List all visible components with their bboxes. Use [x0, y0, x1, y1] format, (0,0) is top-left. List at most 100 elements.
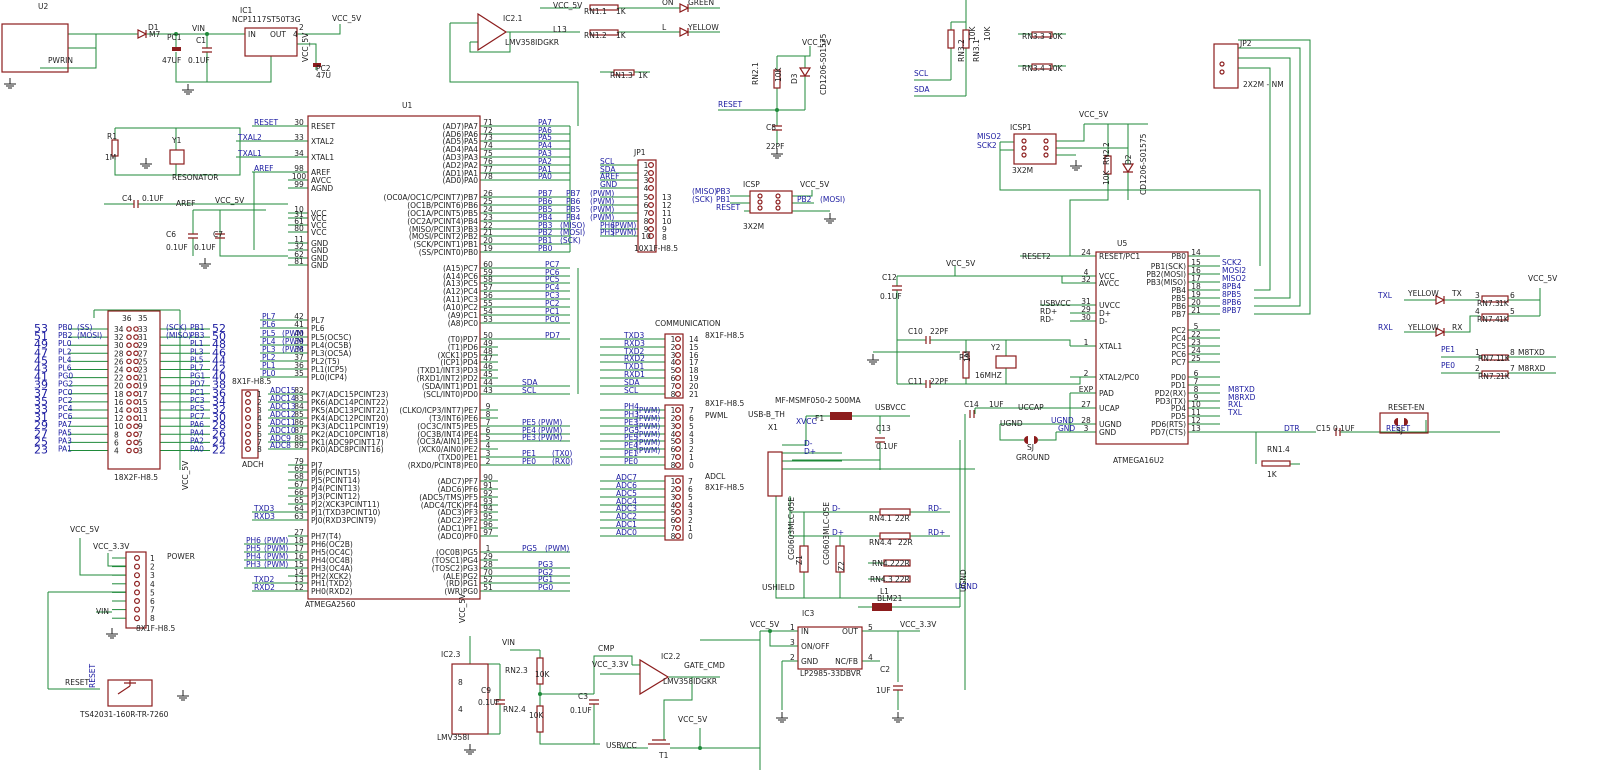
power-pin: 5 [150, 588, 155, 597]
part-reference: 22R [898, 538, 913, 547]
part-reference: USB-B_TH [748, 410, 785, 419]
u1-pin-name: (AD3)PA3 [443, 153, 479, 162]
pin-socket [674, 516, 681, 523]
part-reference: RN2.3 [505, 666, 528, 675]
pin-socket [126, 439, 132, 446]
u5-pin-num: 1 [1084, 338, 1089, 347]
part-reference: RN2.4 [503, 705, 526, 714]
u1-net-label: PH3 [246, 560, 261, 569]
pin-socket [134, 615, 141, 622]
u1-pin-name: GND [311, 239, 328, 248]
part-reference: F1 [815, 414, 824, 423]
part-reference: LMV358IDGKR [505, 38, 559, 47]
pin-socket [647, 177, 654, 184]
u1-pin-num: 25 [483, 197, 493, 206]
hdr18-pin: 19 [138, 382, 148, 391]
power-pin: 7 [150, 606, 155, 615]
hdr18-net: PL5 [190, 355, 204, 364]
u1-net-label: PE0 [522, 457, 536, 466]
part-reference: RESONATOR [172, 173, 218, 182]
u1-pin-name: VCC [311, 228, 327, 237]
u1-pin-name: (CLKO/ICP3/INT7)PE7 [399, 406, 478, 415]
part-reference: C7 [213, 230, 223, 239]
part-reference: U5 [1117, 239, 1127, 248]
u1-pin-name: (RXD0/PCINT8)PE0 [408, 461, 478, 470]
pin-socket [674, 359, 681, 366]
u1-pin-num: 85 [294, 410, 304, 419]
u1-pin-name: (ADC5/TMS)PF5 [419, 493, 478, 502]
communication-header-digital: 15 [689, 343, 699, 352]
pin-socket [134, 589, 141, 596]
pin-socket [757, 193, 763, 199]
u1-net-label: PC6 [545, 268, 560, 277]
part-reference: RN4.4 [869, 538, 892, 547]
u1-pin-name: PH6(OC2B) [311, 540, 353, 549]
u1-net-label: PH5 [246, 544, 261, 553]
hdr18-net: PL3 [190, 347, 204, 356]
u1-net-label: RXD2 [254, 583, 275, 592]
u1-net-label: PA7 [538, 118, 552, 127]
u5-pin-num: 25 [1191, 354, 1201, 363]
u1-pin-name: AGND [311, 184, 333, 193]
communication-header-net: RXD1 [624, 370, 645, 379]
u5-pin-num: 24 [1081, 248, 1091, 257]
u1-net-label: PC4 [545, 283, 560, 292]
u5-net-label: 8PB7 [1222, 306, 1241, 315]
part-reference: RN1.2 [584, 31, 607, 40]
u5-pin-name: PB4 [1172, 286, 1187, 295]
u1-net-label: PH4 [246, 552, 261, 561]
u1-pin-name: (ADC3)PF3 [438, 508, 479, 517]
part-reference: SJ [1027, 443, 1034, 452]
pwm-label: (MOSI) [560, 228, 585, 237]
u1-net-label: RXD3 [254, 512, 275, 521]
communication-header-pin: 4 [671, 358, 676, 367]
ic3-pin-num: 2 [790, 653, 795, 662]
adch-pin: 5 [257, 422, 262, 431]
u1-pin-name: PK5(ADC13PCINT21) [311, 406, 389, 415]
ground-symbol [106, 628, 118, 639]
jp1-net: PH6 [600, 221, 615, 230]
hdr18-net: PA1 [58, 445, 72, 454]
part-reference: IC2.3 [441, 650, 461, 659]
u5-pin-num: 13 [1191, 424, 1201, 433]
pin-socket [245, 423, 252, 430]
pwm-label: (SCK) [560, 236, 581, 245]
cap-c15 [1335, 428, 1341, 436]
part-reference: 10X1F-H8.5 [634, 244, 678, 253]
part-reference: RN1.3 [610, 71, 633, 80]
u1-pin-name: PL2(T5) [311, 357, 340, 366]
wire [1238, 67, 1271, 291]
adcl-header-pin: 3 [671, 493, 676, 502]
part-reference: VCC_5V [181, 460, 190, 490]
part-reference: R3 [959, 353, 969, 362]
hdr18-digital: 53 [34, 322, 48, 335]
jp1-pin: 2 [644, 169, 649, 178]
pin-socket [134, 606, 141, 613]
hdr18-pin: 36 [122, 314, 132, 323]
u1-pin-name: (A14)PC6 [443, 272, 478, 281]
pin-socket [134, 563, 141, 570]
part-reference: USHIELD [762, 583, 795, 592]
hdr18-net: PA0 [190, 445, 204, 454]
u5-pin-num: 4 [1084, 268, 1089, 277]
u1-pin-num: 73 [483, 133, 493, 142]
part-reference: TX [1451, 289, 1462, 298]
pin-socket [674, 532, 681, 539]
part-reference: RN3.3 [1022, 32, 1045, 41]
pwml-header-net: PH3 [624, 410, 639, 419]
u5-pin-num: EXP [1079, 385, 1094, 394]
ic3-pin-num: 3 [790, 638, 795, 647]
jp1-net: SCL [600, 157, 615, 166]
jp1-net: AREF [600, 172, 619, 181]
pin-socket [245, 391, 252, 398]
u1-pin-num: 98 [294, 164, 304, 173]
rn1-4 [1261, 460, 1291, 467]
pin-socket [674, 524, 681, 531]
power-pin: 1 [150, 554, 155, 563]
pwm-label: (PWM) [590, 205, 614, 214]
resonator-y1 [169, 149, 185, 165]
part-reference: C14 [964, 400, 979, 409]
u1-pin-num: 52 [483, 575, 493, 584]
u1-pin-name: GND [311, 246, 328, 255]
u1-pin-num: 30 [294, 118, 304, 127]
